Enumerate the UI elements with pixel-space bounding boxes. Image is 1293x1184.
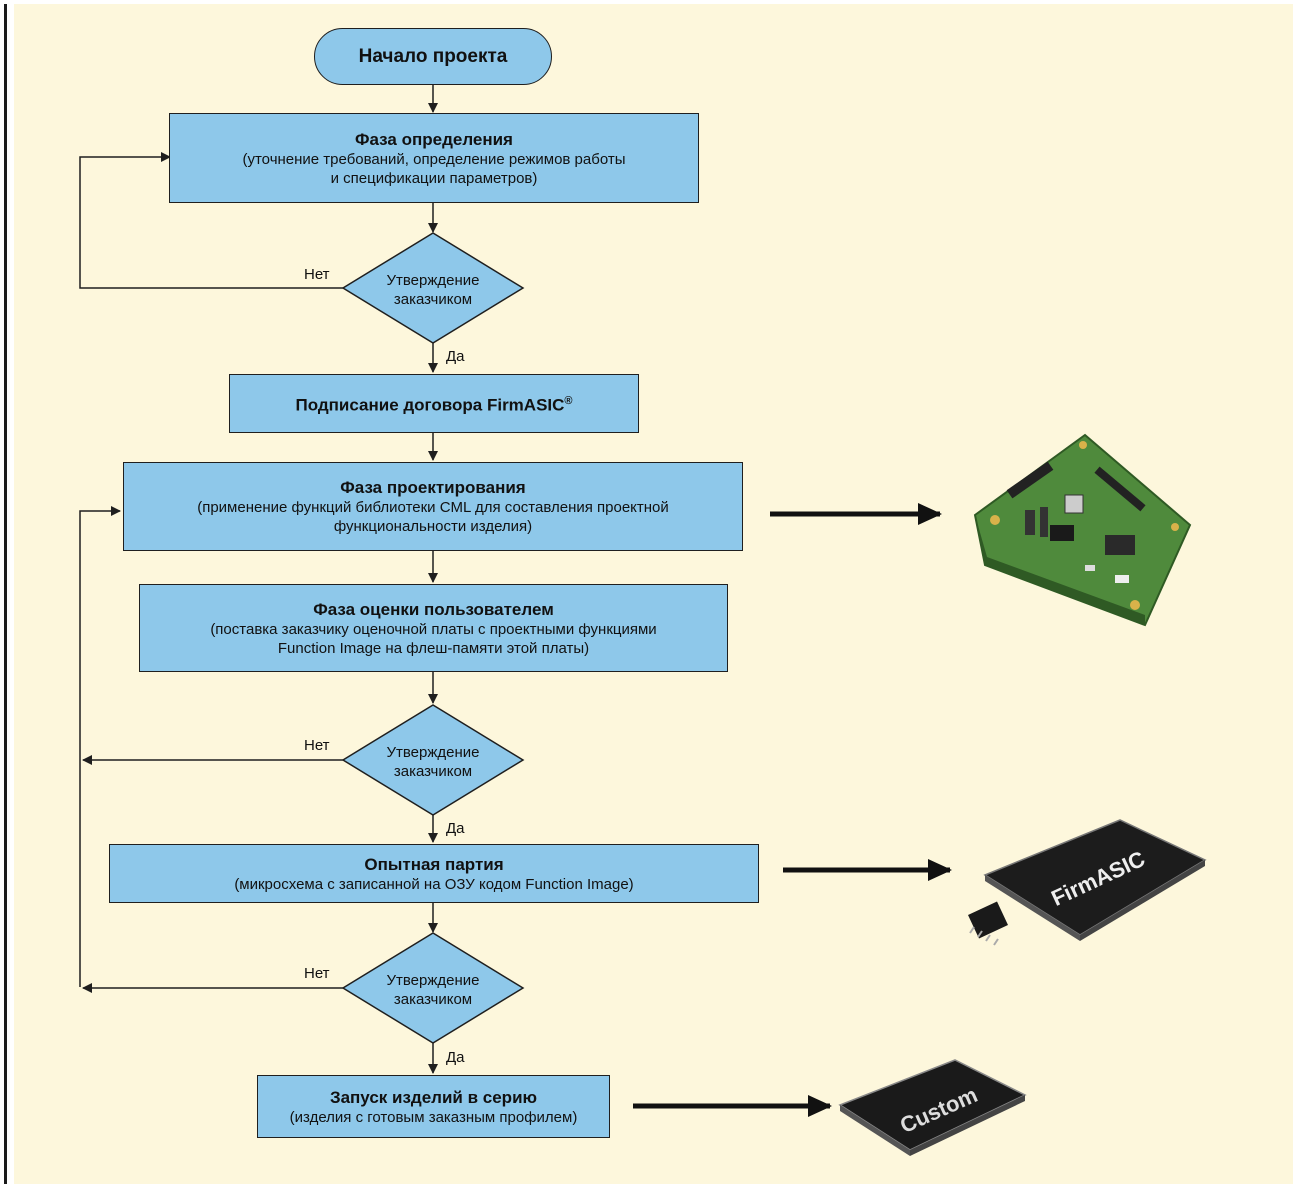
design-phase-box: Фаза проектирования (применение функций … — [123, 462, 743, 551]
approval-1-label: Утверждение заказчиком — [363, 271, 503, 309]
evaluation-board-photo — [973, 433, 1192, 627]
contract-title: Подписание договора FirmASIC® — [295, 391, 572, 416]
start-label: Начало проекта — [358, 45, 508, 67]
approval-3-no-label: Нет — [304, 965, 330, 982]
approval-1-line2: заказчиком — [393, 291, 473, 308]
registered-mark: ® — [564, 395, 573, 408]
loop-no-to-definition — [79, 152, 343, 289]
definition-subtitle-2: и спецификации параметров) — [330, 169, 538, 187]
design-subtitle-1: (применение функций библиотеки CML для с… — [197, 499, 669, 516]
production-title: Запуск изделий в серию — [329, 1087, 538, 1107]
evaluation-title: Фаза оценки пользователем — [313, 599, 554, 619]
approval-1-line1: Утверждение — [386, 272, 480, 289]
approval-3-line1: Утверждение — [386, 972, 480, 989]
definition-subtitle-1: (уточнение требований, определение режим… — [242, 150, 626, 168]
definition-phase-box: Фаза определения (уточнение требований, … — [169, 113, 699, 203]
design-title: Фаза проектирования — [340, 478, 526, 497]
approval-2-line1: Утверждение — [386, 744, 480, 761]
production-box: Запуск изделий в серию (изделия с готовы… — [257, 1075, 610, 1138]
approval-diamond-1 — [341, 232, 525, 344]
approval-2-line2: заказчиком — [393, 763, 473, 780]
approval-3-label: Утверждение заказчиком — [363, 971, 503, 1009]
left-border-bar — [4, 4, 7, 1184]
approval-1-yes-label: Да — [446, 348, 465, 365]
approval-3-yes-label: Да — [446, 1049, 465, 1066]
evaluation-subtitle-2: Function Image на флеш-памяти этой платы… — [277, 639, 590, 657]
pilot-batch-box: Опытная партия (микросхема с записанной … — [109, 844, 759, 903]
production-subtitle: (изделия с готовым заказным профилем) — [289, 1108, 578, 1126]
approval-1-no-label: Нет — [304, 266, 330, 283]
contract-box: Подписание договора FirmASIC® — [229, 374, 639, 433]
start-terminal: Начало проекта — [314, 28, 552, 85]
firmasic-chip-photo: FirmASIC — [968, 819, 1207, 946]
design-subtitle-2: функциональности изделия) — [333, 518, 533, 535]
evaluation-subtitle-1: (поставка заказчику оценочной платы с пр… — [210, 620, 657, 638]
definition-title: Фаза определения — [355, 129, 513, 149]
evaluation-phase-box: Фаза оценки пользователем (поставка зака… — [139, 584, 728, 672]
pilot-subtitle: (микросхема с записанной на ОЗУ кодом Fu… — [234, 875, 634, 893]
approval-2-no-label: Нет — [304, 737, 330, 754]
custom-chip-photo: Custom — [838, 1059, 1027, 1156]
approval-diamond-3 — [341, 932, 525, 1044]
approval-3-line2: заказчиком — [393, 991, 473, 1008]
approval-2-label: Утверждение заказчиком — [363, 743, 503, 781]
approval-2-yes-label: Да — [446, 820, 465, 837]
approval-diamond-2 — [341, 704, 525, 816]
pilot-title: Опытная партия — [364, 854, 504, 874]
loop-feedback-to-design — [79, 506, 121, 987]
contract-title-text: Подписание договора FirmASIC — [295, 395, 565, 415]
